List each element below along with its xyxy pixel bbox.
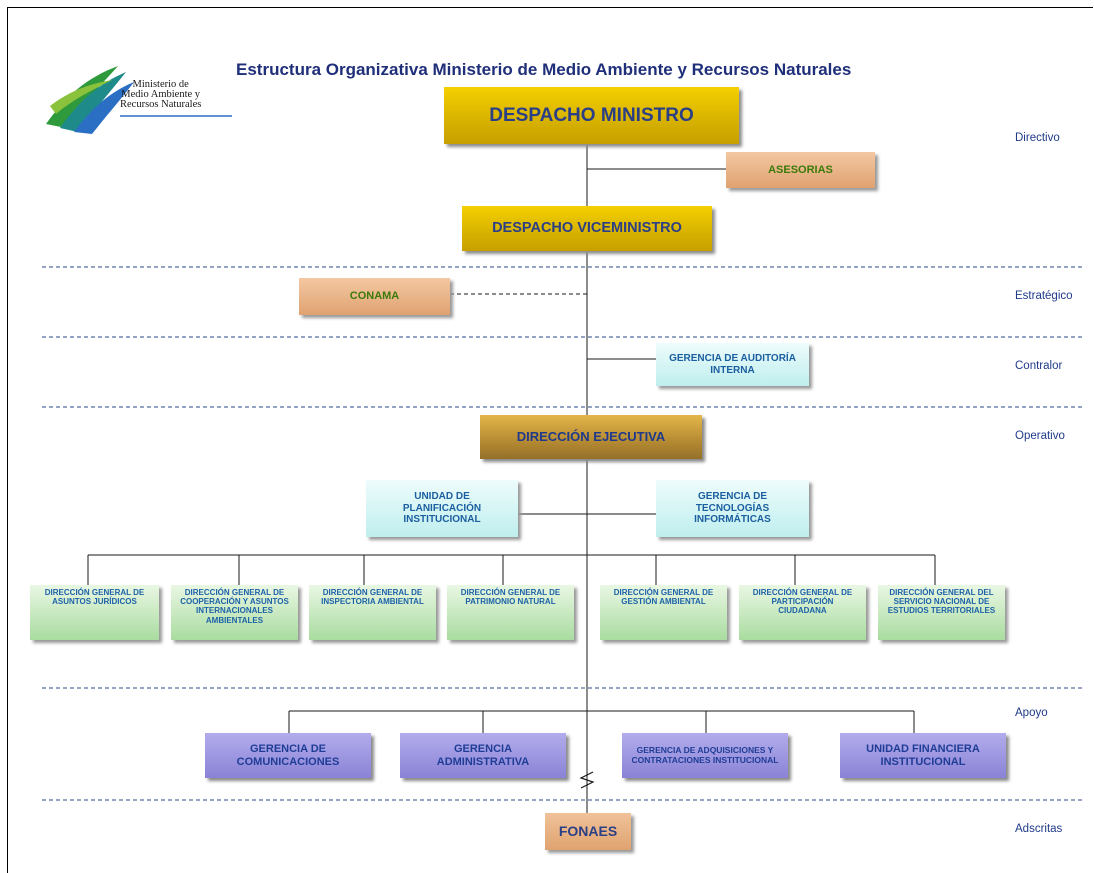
adquisiciones-line-1: GERENCIA DE ADQUISICIONES Y [636,744,774,755]
comunicaciones-line-1: GERENCIA DE [249,742,326,755]
administrativa-line-1: GERENCIA [453,742,513,755]
dg-cooperacion-line-2: COOPERACIÓN Y ASUNTOS [180,597,289,607]
box-fonaes[interactable]: FONAES [545,813,631,850]
despacho-ministro-label: DESPACHO MINISTRO [489,104,694,126]
box-gerencia-administrativa[interactable]: GERENCIA ADMINISTRATIVA [400,733,566,778]
box-despacho-ministro[interactable]: DESPACHO MINISTRO [444,87,739,144]
adquisiciones-line-2: CONTRATACIONES INSTITUCIONAL [631,754,779,765]
dg-juridicos-line-2: ASUNTOS JURÍDICOS [52,597,137,607]
dg-inspectoria-line-1: DIRECCIÓN GENERAL DE [322,588,423,597]
dg-participacion-line-2: PARTICIPACIÓN [771,597,834,607]
box-gerencia-tecnologias[interactable]: GERENCIA DE TECNOLOGÍAS INFORMÁTICAS [656,480,809,537]
comunicaciones-line-2: COMUNICACIONES [236,755,340,768]
box-conama[interactable]: CONAMA [299,278,450,315]
dg-participacion-line-3: CIUDADANA [778,606,827,616]
dg-servicio-line-1: DIRECCIÓN GENERAL DEL [889,588,994,597]
financiera-line-2: INSTITUCIONAL [880,755,966,768]
tecnologias-line-1: GERENCIA DE [697,491,768,503]
box-despacho-viceministro[interactable]: DESPACHO VICEMINISTRO [462,206,712,251]
dg-cooperacion-line-3: INTERNACIONALES [196,606,273,616]
box-unidad-planificacion[interactable]: UNIDAD DE PLANIFICACIÓN INSTITUCIONAL [366,480,518,537]
fonaes-label: FONAES [558,823,618,840]
level-adscritas: Adscritas [1015,823,1063,835]
box-dg-participacion[interactable]: DIRECCIÓN GENERAL DE PARTICIPACIÓN CIUDA… [739,585,866,640]
dg-inspectoria-line-2: INSPECTORIA AMBIENTAL [321,597,424,607]
box-gerencia-comunicaciones[interactable]: GERENCIA DE COMUNICACIONES [205,733,371,778]
box-dg-patrimonio[interactable]: DIRECCIÓN GENERAL DE PATRIMONIO NATURAL [447,585,574,640]
dg-patrimonio-line-2: PATRIMONIO NATURAL [465,597,556,607]
direccion-ejecutiva-label: DIRECCIÓN EJECUTIVA [516,428,666,444]
auditoria-line-2: INTERNA [710,364,755,376]
planificacion-line-2: PLANIFICACIÓN [402,502,482,514]
box-direccion-ejecutiva[interactable]: DIRECCIÓN EJECUTIVA [480,415,702,459]
dg-gestion-line-1: DIRECCIÓN GENERAL DE [613,588,714,597]
tecnologias-line-3: INFORMÁTICAS [694,514,771,526]
break-mark [579,771,595,789]
page-title: Estructura Organizativa Ministerio de Me… [236,60,852,79]
auditoria-line-1: GERENCIA DE AUDITORÍA [669,353,796,364]
tree-lines [87,144,936,825]
level-directivo: Directivo [1015,132,1060,144]
box-dg-servicio-nacional[interactable]: DIRECCIÓN GENERAL DEL SERVICIO NACIONAL … [878,585,1005,640]
asesorias-label: ASESORIAS [768,163,833,176]
conama-label: CONAMA [349,290,400,303]
level-dividers [42,266,1085,801]
page-frame [7,7,1093,873]
planificacion-line-3: INSTITUCIONAL [403,514,481,526]
level-operativo: Operativo [1015,430,1065,442]
box-dg-inspectoria[interactable]: DIRECCIÓN GENERAL DE INSPECTORIA AMBIENT… [309,585,436,640]
logo-line-2: Medio Ambiente y [121,89,201,100]
logo-line-1: Ministerio de [132,79,189,90]
tecnologias-line-2: TECNOLOGÍAS [695,502,770,514]
box-dg-asuntos-juridicos[interactable]: DIRECCIÓN GENERAL DE ASUNTOS JURÍDICOS [30,585,159,640]
dg-servicio-line-3: ESTUDIOS TERRITORIALES [887,606,996,616]
box-dg-cooperacion[interactable]: DIRECCIÓN GENERAL DE COOPERACIÓN Y ASUNT… [171,585,298,640]
box-gerencia-auditoria[interactable]: GERENCIA DE AUDITORÍA INTERNA [656,343,809,386]
dg-gestion-line-2: GESTIÓN AMBIENTAL [621,597,706,607]
level-apoyo: Apoyo [1015,707,1048,719]
dg-cooperacion-line-4: AMBIENTALES [205,615,264,625]
dg-cooperacion-line-1: DIRECCIÓN GENERAL DE [184,588,285,597]
dg-patrimonio-line-1: DIRECCIÓN GENERAL DE [460,588,561,597]
logo-line-3: Recursos Naturales [120,99,202,110]
level-estrategico: Estratégico [1015,290,1073,302]
box-dg-gestion[interactable]: DIRECCIÓN GENERAL DE GESTIÓN AMBIENTAL [600,585,727,640]
dg-participacion-line-1: DIRECCIÓN GENERAL DE [752,588,853,597]
planificacion-line-1: UNIDAD DE [414,491,470,503]
logo-wordmark: Ministerio de Medio Ambiente y Recursos … [120,79,202,110]
financiera-line-1: UNIDAD FINANCIERA [866,742,980,755]
level-contralor: Contralor [1015,360,1063,372]
box-unidad-financiera[interactable]: UNIDAD FINANCIERA INSTITUCIONAL [840,733,1006,778]
despacho-viceministro-label: DESPACHO VICEMINISTRO [492,220,682,237]
dg-servicio-line-2: SERVICIO NACIONAL DE [893,597,990,607]
box-asesorias[interactable]: ASESORIAS [726,152,875,188]
box-gerencia-adquisiciones[interactable]: GERENCIA DE ADQUISICIONES Y CONTRATACION… [622,733,788,778]
administrativa-line-2: ADMINISTRATIVA [436,755,530,768]
dg-juridicos-line-1: DIRECCIÓN GENERAL DE [44,588,145,597]
ministry-logo-icon [46,66,232,134]
